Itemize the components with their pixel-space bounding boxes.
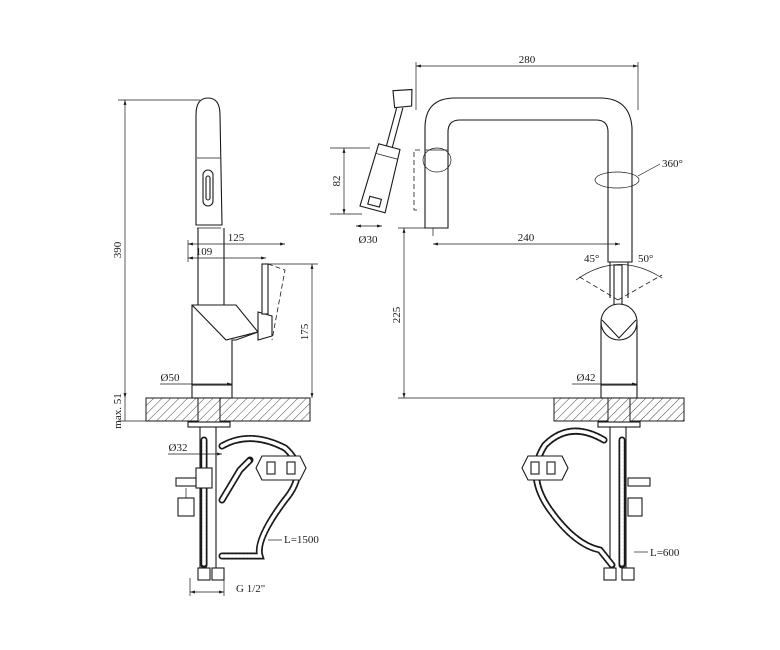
fitting-left — [197, 567, 211, 581]
valve-connector — [177, 497, 195, 517]
base-ring — [191, 384, 233, 399]
handle-swing-path — [267, 263, 286, 341]
faucet-body — [191, 304, 259, 386]
spray-head-body — [359, 143, 401, 214]
dim-225: 225 — [391, 306, 403, 323]
front-hose-loop — [532, 427, 616, 569]
dim-hose-600: L=600 — [650, 547, 680, 559]
lower-spout — [197, 228, 225, 306]
spray-connector — [392, 88, 413, 109]
dim-diameter-30: Ø30 — [359, 234, 378, 246]
spout-tube — [195, 97, 223, 226]
handle-cartridge — [600, 303, 638, 341]
dim-280: 280 — [519, 54, 536, 66]
mount-thread — [197, 397, 221, 423]
front-view-dimensions: 280 240 225 Ø42 360° 45° 50° L=600 — [391, 54, 683, 559]
valve-body — [195, 467, 213, 489]
dim-390: 390 — [112, 241, 124, 258]
front-mount-thread — [607, 397, 631, 423]
dim-125: 125 — [228, 232, 245, 244]
spray-head-dimensions: 82 Ø30 — [330, 147, 382, 246]
spray-button-inner — [205, 175, 211, 201]
spout-u-shape — [424, 97, 633, 263]
dim-diameter-50: Ø50 — [161, 372, 180, 384]
front-valve-handle — [627, 477, 651, 487]
dim-angle-50: 50° — [638, 253, 653, 265]
dim-109: 109 — [196, 246, 213, 258]
dim-thread: G 1/2" — [236, 583, 265, 595]
front-view — [413, 97, 685, 581]
dim-360: 360° — [662, 158, 683, 170]
front-pull-out-weight — [521, 455, 569, 481]
dim-max-51: max. 51 — [112, 393, 124, 428]
front-handle-lever — [613, 264, 623, 308]
dim-diameter-42: Ø42 — [577, 372, 596, 384]
spray-head-detail — [359, 88, 413, 214]
dim-hose-1500: L=1500 — [284, 534, 319, 546]
dim-diameter-32: Ø32 — [169, 442, 188, 454]
dim-175: 175 — [299, 323, 311, 340]
spray-detail-circle — [422, 147, 452, 173]
valve-handle — [175, 477, 197, 487]
handle-lever — [261, 263, 269, 315]
side-view — [145, 97, 311, 581]
mount-nut — [187, 421, 231, 428]
rotation-ellipse — [594, 171, 640, 189]
dim-240: 240 — [518, 232, 535, 244]
side-view-dimensions: 390 max. 51 125 109 175 Ø50 Ø32 L=1500 G… — [112, 99, 319, 596]
dim-82: 82 — [331, 176, 343, 187]
pull-out-weight — [255, 455, 307, 481]
front-base-ring — [600, 384, 638, 399]
handle-base — [257, 311, 273, 341]
countertop-left — [145, 397, 311, 422]
body-bevel — [191, 304, 259, 341]
dim-angle-45: 45° — [584, 253, 599, 265]
fitting-right — [211, 567, 225, 581]
spray-button — [202, 169, 214, 207]
